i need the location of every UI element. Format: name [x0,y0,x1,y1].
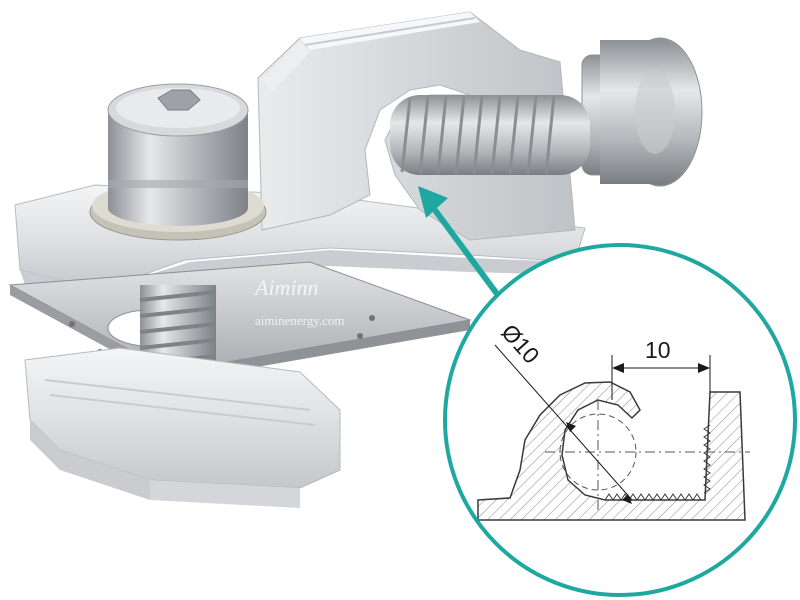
vertical-bolt [89,83,267,241]
width-label: 10 [645,337,671,363]
lower-tnut [24,347,341,508]
watermark-brand: Aiminn [253,275,319,300]
watermark-logo: Aiminn aiminenergy.com [253,275,345,328]
threaded-rod [390,95,590,175]
watermark-url: aiminenergy.com [255,313,345,328]
hex-socket-icon [157,89,201,111]
side-bolt-head [581,37,703,187]
callout-arrow [418,186,503,301]
detail-magnifier: Ø10 10 [443,243,797,597]
